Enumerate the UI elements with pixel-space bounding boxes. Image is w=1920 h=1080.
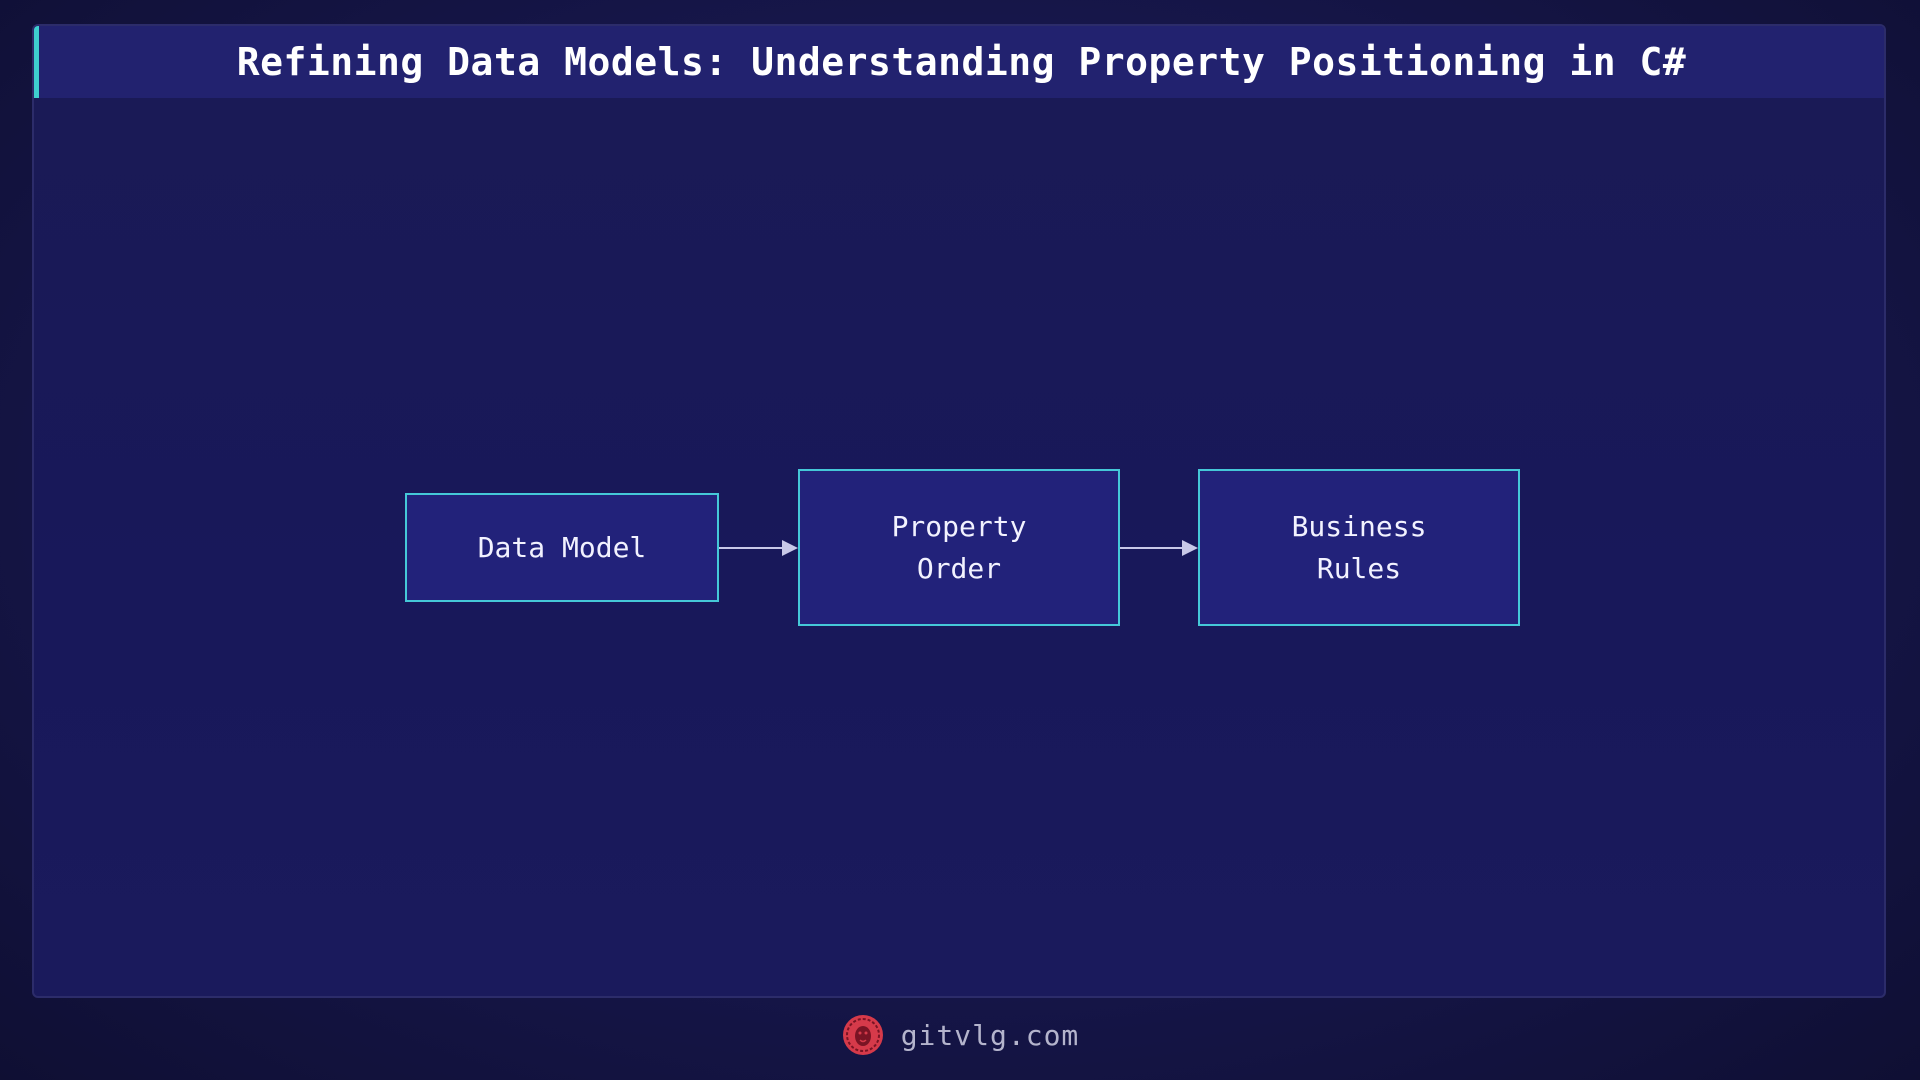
node-business-rules: Business Rules xyxy=(1198,469,1520,626)
title-bar: Refining Data Models: Understanding Prop… xyxy=(34,26,1884,98)
node-property-order: Property Order xyxy=(798,469,1120,626)
node-data-model: Data Model xyxy=(405,493,719,602)
page-title: Refining Data Models: Understanding Prop… xyxy=(236,40,1687,84)
footer: gitvlg.com xyxy=(0,1010,1920,1060)
slide-panel: Refining Data Models: Understanding Prop… xyxy=(32,24,1886,998)
diagram-connectors xyxy=(719,540,1198,556)
footer-site-link[interactable]: gitvlg.com xyxy=(900,1018,1080,1052)
flow-diagram: Data Model Property Order Business Rules xyxy=(34,26,1884,996)
lion-icon xyxy=(842,1015,883,1055)
